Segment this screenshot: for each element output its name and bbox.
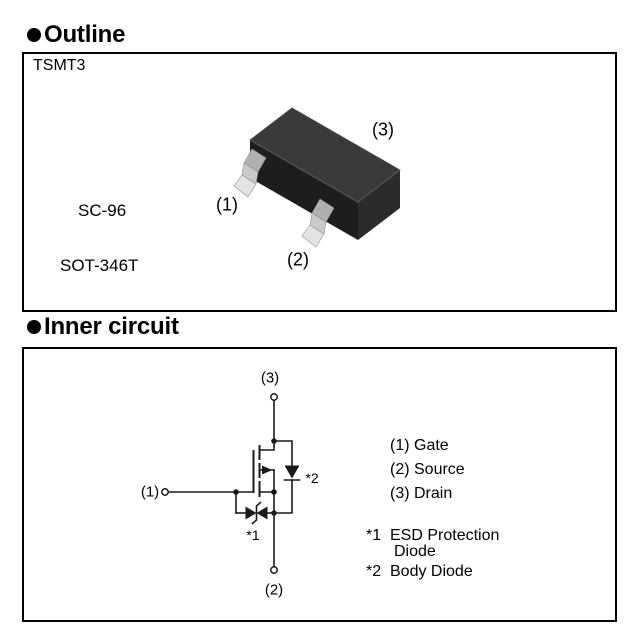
mosfet-symbol xyxy=(252,440,277,497)
package-code-sot346t: SOT-346T xyxy=(60,256,139,275)
body-diode-note-mark: *2 xyxy=(305,469,319,486)
circuit-diagram xyxy=(161,393,301,574)
terminal-3-circle xyxy=(270,393,278,401)
legend-note2-text: Body Diode xyxy=(390,563,473,580)
esd-diode-left-triangle xyxy=(245,506,257,520)
outline-header-label: Outline xyxy=(44,21,126,48)
package-3d-render xyxy=(233,107,401,248)
outline-section-header: Outline xyxy=(27,23,125,47)
legend-note1-line1: ESD Protection xyxy=(390,527,500,544)
pin-1-label: (1) xyxy=(216,194,238,215)
body-diode-branch xyxy=(271,440,301,516)
drain-terminal-lead xyxy=(270,393,278,444)
package-front-face xyxy=(250,140,358,240)
legend-pin-1: (1) Gate xyxy=(390,437,449,454)
mosfet-drain-connect xyxy=(258,440,275,451)
terminal-2-label: (2) xyxy=(264,581,284,599)
esd-diode-zener-bar xyxy=(251,501,262,525)
bullet-icon xyxy=(27,320,41,334)
esd-diode-note-mark: *1 xyxy=(246,526,260,543)
inner-circuit-header-label: Inner circuit xyxy=(44,313,179,340)
package-lead-2 xyxy=(301,198,335,248)
package-side-face xyxy=(358,170,400,240)
package-lead-1 xyxy=(233,148,267,198)
inner-circuit-section-header: Inner circuit xyxy=(27,315,179,339)
terminal-2-circle xyxy=(270,566,278,574)
package-type-label: TSMT3 xyxy=(33,57,86,74)
package-code-sc96: SC-96 xyxy=(78,201,127,220)
legend-note1-mark: *1 xyxy=(366,527,382,544)
legend-pin-3: (3) Drain xyxy=(390,485,453,502)
lead-1-foot xyxy=(233,174,257,198)
lead-2-foot xyxy=(301,224,325,248)
outline-panel: TSMT3 SC-96 SOT-346T (1) (2) (3) xyxy=(22,52,617,312)
package-body xyxy=(249,107,401,240)
bullet-icon xyxy=(27,28,41,42)
terminal-3-label: (3) xyxy=(260,369,280,387)
source-terminal-lead xyxy=(270,491,278,574)
pin-2-label: (2) xyxy=(287,249,309,270)
esd-protection-diode xyxy=(235,501,275,525)
terminal-1-label: (1) xyxy=(140,483,160,501)
gate-terminal-lead xyxy=(161,488,255,514)
esd-diode-right-triangle xyxy=(256,506,268,520)
terminal-1-circle xyxy=(161,488,169,496)
mosfet-arrow xyxy=(262,465,273,475)
body-diode-triangle xyxy=(284,465,300,479)
legend-note1-line2: Diode xyxy=(394,543,436,560)
package-edge-highlight xyxy=(249,139,401,203)
legend-note2-mark: *2 xyxy=(366,563,382,580)
inner-circuit-panel: (3) (1) (2) *1 *2 (1) Gate (2) Source (3… xyxy=(22,347,617,622)
pin-3-label: (3) xyxy=(372,119,394,140)
legend-pin-2: (2) Source xyxy=(390,461,465,478)
